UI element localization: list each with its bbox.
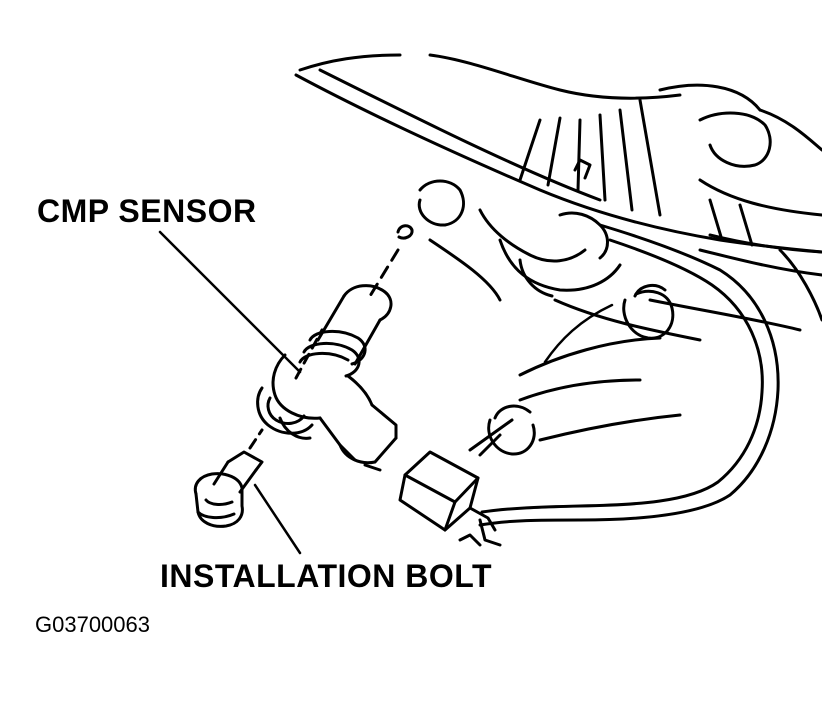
leader-lines xyxy=(158,230,614,555)
mounting-hole xyxy=(368,224,414,298)
cmp-sensor-leader xyxy=(158,230,302,374)
figure-code: G03700063 xyxy=(35,612,150,637)
wiring-harness xyxy=(468,223,822,527)
cmp-sensor-label: CMP SENSOR xyxy=(37,193,257,229)
installation-bolt-leader xyxy=(253,483,302,555)
cmp-sensor-body xyxy=(256,284,398,472)
installation-bolt xyxy=(193,328,324,528)
harness-leader xyxy=(543,303,614,364)
sensor-connector xyxy=(398,450,502,547)
engine-housing xyxy=(294,53,822,342)
installation-bolt-label: INSTALLATION BOLT xyxy=(160,558,492,594)
